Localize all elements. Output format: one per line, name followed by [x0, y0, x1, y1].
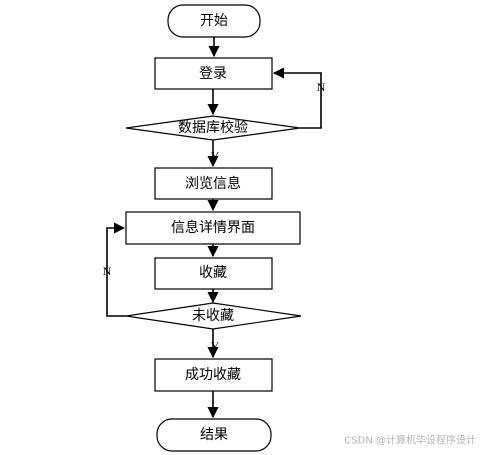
- login-yes-label: Y: [211, 149, 220, 163]
- favorite-label: 收藏: [199, 265, 227, 281]
- login-node: [154, 57, 273, 90]
- detail-node: [125, 211, 301, 245]
- detail-label: 信息详情界面: [171, 219, 255, 236]
- fav-yes-label: Y: [211, 339, 220, 353]
- end-node: [156, 418, 272, 452]
- db-check-label: 数据库校验: [178, 119, 248, 136]
- success-node: [154, 358, 273, 392]
- end-label: 结果: [200, 427, 228, 443]
- not-favorited-label: 未收藏: [192, 308, 234, 324]
- fav-no-label: N: [103, 264, 112, 278]
- login-label: 登录: [199, 66, 227, 82]
- browse-label: 浏览信息: [185, 175, 241, 192]
- watermark: CSDN @计算机毕设程序设计: [344, 434, 476, 447]
- arrow-check-no-loop: [272, 67, 322, 129]
- login-no-label: N: [317, 80, 326, 94]
- browse-node: [154, 167, 273, 200]
- success-label: 成功收藏: [185, 367, 241, 383]
- not-favorited-decision: [125, 302, 302, 330]
- favorite-node: [154, 257, 273, 290]
- start-label: 开始: [200, 13, 228, 29]
- arrow-not-favorited-no-loop: [106, 222, 126, 317]
